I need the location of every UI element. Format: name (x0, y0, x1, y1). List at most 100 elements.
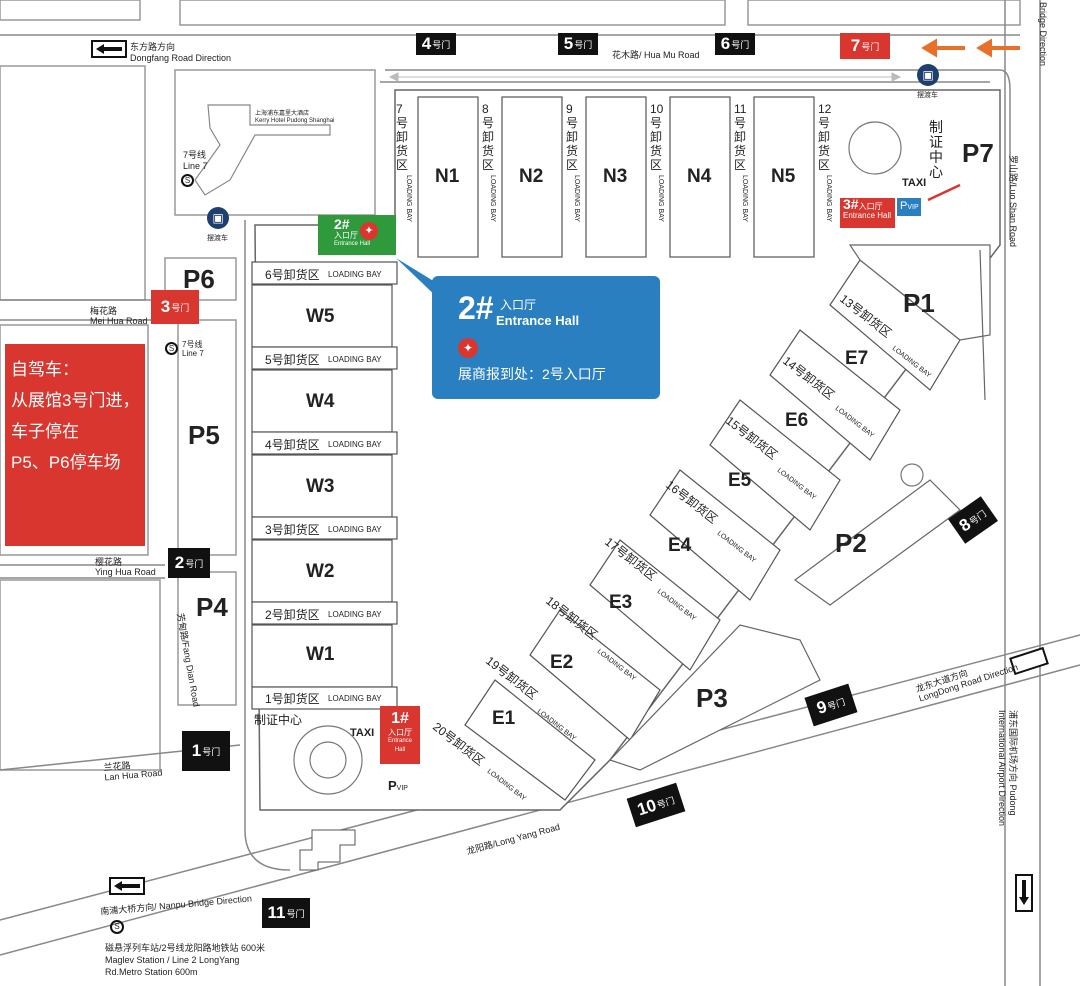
parking-p6: P6 (183, 264, 215, 294)
hall-e6: E6 (785, 410, 809, 431)
road-huamu: 花木路/ Hua Mu Road (612, 50, 700, 60)
loading-bay-7: 7号卸货区 (396, 102, 409, 172)
loading-bay-en-w5: LOADING BAY (328, 355, 382, 364)
metro-icon-top: S (181, 174, 194, 187)
taxi-top: TAXI (902, 177, 927, 189)
loading-bay-en-n1: LOADING BAY (405, 175, 412, 222)
parking-p4: P4 (196, 592, 228, 622)
loading-bay-en-w2: LOADING BAY (328, 610, 382, 619)
taxi-bottom: TAXI (350, 727, 375, 739)
hall-n4: N4 (687, 166, 712, 187)
loading-bay-10: 10号卸货区 (650, 102, 664, 172)
loading-bay-en-n4: LOADING BAY (657, 175, 664, 222)
hall-n2: N2 (519, 166, 544, 187)
road-airport: 浦东国际机场方向 Pudong International Airport Di… (997, 710, 1018, 827)
entrance-3-block (840, 198, 895, 228)
parking-lots (608, 244, 991, 771)
north-halls (417, 96, 815, 258)
red-pointer-arrow (927, 183, 961, 202)
info-registration: 展商报到处：2号入口厅 (458, 366, 606, 382)
loading-bay-8: 8号卸货区 (482, 102, 495, 172)
loading-bay-5: 5号卸货区 (265, 353, 320, 367)
site-boundary (254, 89, 1001, 811)
small-building (299, 829, 356, 871)
hall-e2: E2 (550, 652, 574, 673)
loading-bay-en-w1: LOADING BAY (328, 694, 382, 703)
entrance-1-block (380, 706, 420, 764)
roundabouts (293, 121, 924, 795)
hall-w5: W5 (306, 306, 335, 327)
hall-w1: W1 (306, 644, 335, 665)
metro-icon-left: S (165, 342, 178, 355)
pvip-top-block (897, 198, 921, 216)
orange-arrows (921, 38, 1020, 58)
cert-center-top: 制证中心 (929, 119, 943, 180)
loading-bay-4: 4号卸货区 (265, 438, 320, 452)
entrance-hall-info-box: 2# 入口厅 Entrance Hall ✦ 展商报到处：2号入口厅 (432, 276, 660, 399)
loading-bay-en-w6: LOADING BAY (328, 270, 382, 279)
loading-bay-1: 1号卸货区 (265, 692, 320, 706)
loading-bay-en-n5: LOADING BAY (741, 175, 748, 222)
entrance-2-block (318, 215, 396, 255)
loading-bay-12: 12号卸货区 (818, 102, 832, 172)
info-hall-en: Entrance Hall (496, 313, 580, 328)
info-hall-num: 2# (458, 290, 494, 326)
loading-bay-en-w4: LOADING BAY (328, 440, 382, 449)
parking-p5: P5 (188, 420, 220, 450)
hall-w4: W4 (306, 391, 335, 412)
hall-e7: E7 (845, 348, 869, 369)
parking-p7: P7 (962, 138, 994, 168)
metro-station-note: 磁悬浮列车站/2号线龙阳路地铁站 600米 Maglev Station / L… (105, 943, 266, 977)
west-halls (251, 261, 398, 710)
road-luoshan: 罗山路/Luo Shan Road (1008, 155, 1018, 248)
bus-icon-left: ▣ (207, 207, 229, 229)
info-hall-zh: 入口厅 (500, 298, 537, 312)
loading-bay-6: 6号卸货区 (265, 268, 320, 282)
direction-glyphs (96, 44, 1029, 905)
road-bridge: Bridge Direction (1038, 2, 1048, 67)
loading-bay-en-n6: LOADING BAY (825, 175, 832, 222)
loading-bay-11: 11号卸货区 (734, 102, 747, 172)
loading-bay-en-n3: LOADING BAY (573, 175, 580, 222)
entrance-2-icon: ✦ (360, 222, 378, 240)
bus-icon-top: ▣ (917, 64, 939, 86)
loading-bay-3: 3号卸货区 (265, 523, 320, 537)
cert-center-bottom: 制证中心 (254, 713, 303, 727)
pvip-top: PVIP (900, 200, 919, 212)
loading-bay-9: 9号卸货区 (566, 102, 579, 172)
access-road-arrows (388, 72, 902, 82)
metro-icon-bottom: S (110, 920, 124, 934)
hall-w2: W2 (306, 561, 335, 582)
loading-bay-en-w3: LOADING BAY (328, 525, 382, 534)
pvip-bottom: PVIP (388, 778, 408, 793)
hotel-building (194, 104, 331, 196)
callout-pointer (396, 258, 440, 300)
hall-e4: E4 (668, 535, 692, 556)
registration-icon: ✦ (458, 338, 478, 358)
east-halls (464, 259, 961, 801)
shuttle-label-left: 摆渡车 (207, 235, 228, 242)
hall-n1: N1 (435, 166, 460, 187)
hall-w3: W3 (306, 476, 335, 497)
self-drive-note: 自驾车： 从展馆3号门进， 车子停在 P5、P6停车场 (5, 344, 145, 546)
parking-p3: P3 (696, 683, 728, 713)
parking-p1: P1 (903, 288, 935, 318)
hall-e1: E1 (492, 708, 516, 729)
hall-e5: E5 (728, 470, 752, 491)
